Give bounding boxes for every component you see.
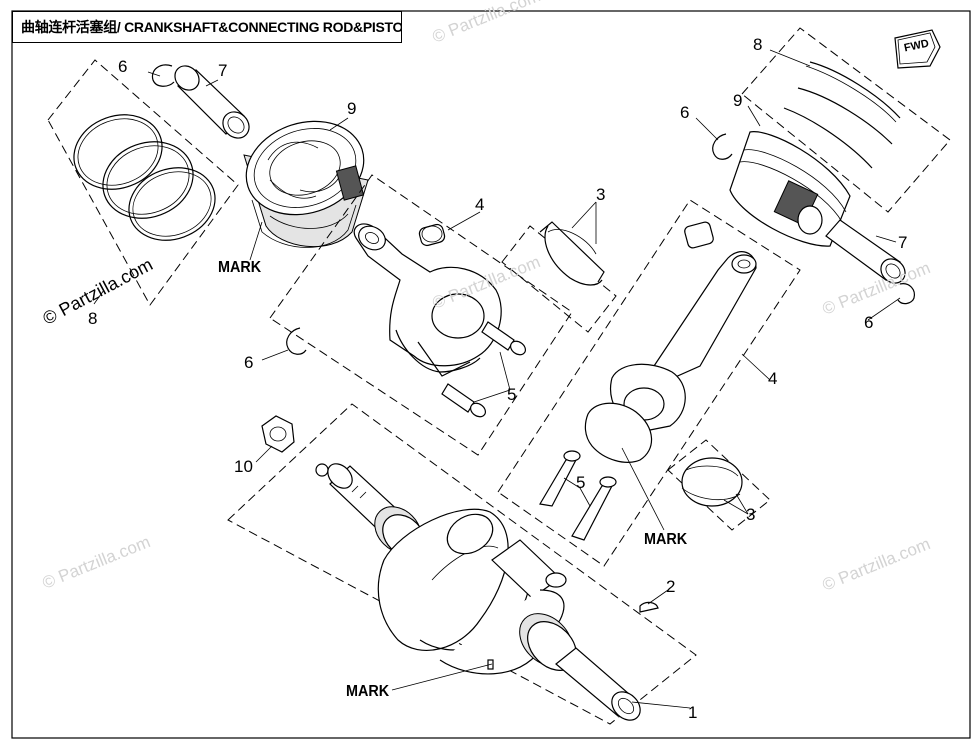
mark-label-conrod: MARK <box>644 531 688 548</box>
callout-6: 6 <box>244 353 254 372</box>
circlip-icon <box>712 133 733 160</box>
conrod-group-outline-right <box>497 199 801 567</box>
piston-rings-icon <box>783 61 901 169</box>
callout-3: 3 <box>746 505 756 524</box>
callout-2: 2 <box>666 577 676 596</box>
piston-icon <box>243 120 369 248</box>
connecting-rod-icon <box>584 221 757 463</box>
piston-rings-icon <box>73 114 216 241</box>
fwd-arrow-icon <box>894 29 941 69</box>
callout-6: 6 <box>118 57 128 76</box>
callout-6: 6 <box>864 313 874 332</box>
callout-5: 5 <box>507 385 517 404</box>
callout-6: 6 <box>680 103 690 122</box>
piston-icon <box>729 131 851 247</box>
piston-pin-icon <box>825 219 906 284</box>
callout-9: 9 <box>733 91 743 110</box>
callout-4: 4 <box>768 369 778 388</box>
callout-7: 7 <box>898 233 908 252</box>
piston-ring-group-outline <box>47 59 239 306</box>
mark-label-crankshaft: MARK <box>346 683 390 700</box>
callout-8: 8 <box>88 309 98 328</box>
callout-1: 1 <box>688 703 698 722</box>
conrod-bolt-icon <box>441 321 527 418</box>
callout-8: 8 <box>753 35 763 54</box>
conrod-group-outline-left <box>269 174 573 456</box>
circlip-icon <box>286 327 307 355</box>
connecting-rod-icon <box>353 223 502 377</box>
conrod-bolt-icon <box>539 450 617 541</box>
leader-lines <box>93 49 901 709</box>
diagram-title: 曲轴连杆活塞组/ CRANKSHAFT&CONNECTING ROD&PISTO… <box>12 11 402 43</box>
diagram-border <box>11 10 971 739</box>
callout-5: 5 <box>576 473 586 492</box>
crankshaft-icon <box>261 415 641 721</box>
callout-10: 10 <box>234 457 253 476</box>
callout-9: 9 <box>347 99 357 118</box>
piston-pin-icon <box>174 65 250 139</box>
bearing-shell-icon <box>667 439 771 531</box>
mark-label-piston: MARK <box>218 259 262 276</box>
callout-7: 7 <box>218 61 228 80</box>
crankshaft-group-outline <box>227 403 697 725</box>
bearing-shell-icon <box>501 221 617 333</box>
woodruff-key-icon <box>639 601 659 613</box>
piston-ring-group-outline-right <box>741 27 951 213</box>
circlip-icon <box>897 283 915 305</box>
callout-4: 4 <box>475 195 485 214</box>
callout-3: 3 <box>596 185 606 204</box>
circlip-icon <box>151 64 175 87</box>
